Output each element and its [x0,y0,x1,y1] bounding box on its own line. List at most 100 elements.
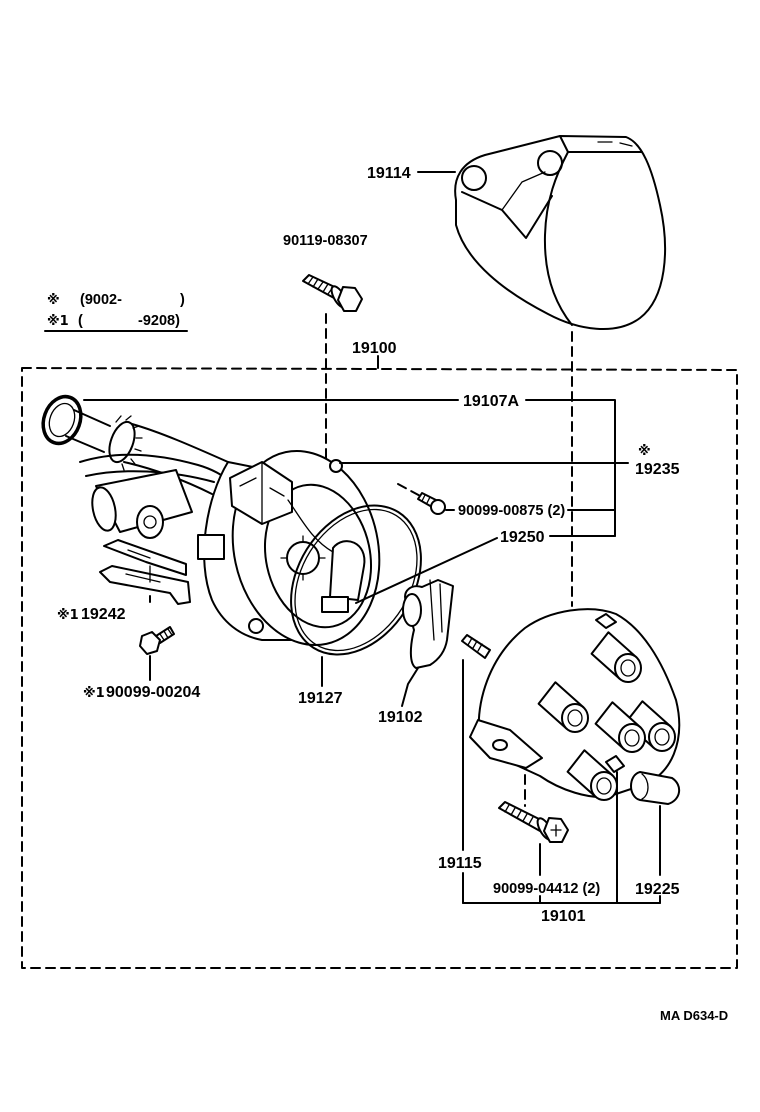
cap-clip [595,613,617,629]
igniter-bracket-drawing [99,539,191,605]
igniter-mark: ※1 [57,608,79,623]
igniter-screw-head [139,631,161,655]
drive-gear [108,420,136,464]
housing-ear-upper [329,459,343,473]
shaft-top-edge [73,409,111,427]
cover-hole-left [461,165,487,191]
cap-tower-top [614,653,642,683]
cap-tower-socket [596,777,612,795]
bracket-upper-plate [103,539,187,576]
pickup-screw-part-number: 90099-00875 (2) [458,503,565,519]
pickup-screw-head [430,499,446,515]
drawing-code: MA D634-D [660,1008,728,1023]
o-ring [41,394,83,446]
rotor-hub [402,593,422,627]
cap-tower [590,631,642,683]
bracket-lower-plate [99,565,191,605]
cap-tower-top [590,771,618,801]
bolt-hex-head [337,286,363,312]
distributor-housing-drawing [41,394,381,647]
side-unit-end [91,486,117,532]
terminal-block [197,534,225,560]
contact-threads [467,637,483,652]
housing-recess [263,483,373,629]
shaft-bottom-edge [65,435,105,453]
shank-top-edge [131,423,229,463]
pickup-part-number: 19250 [500,529,545,546]
cover-hole-right [537,150,563,176]
gasket-inner [294,508,418,652]
cover-part-number: 19114 [367,165,411,182]
cap-tower-socket [624,729,640,747]
legend-range-start-1: (9002- [80,292,122,308]
cap-screw-drawing [498,801,569,843]
cap-tower [537,681,589,733]
cover-outline [454,135,667,330]
side-unit-cap-center [143,515,157,529]
pickup-screw-drawing [417,492,446,515]
boot-part-number: 19225 [635,881,680,898]
assembly-dashed-box [21,367,738,969]
cap-tower-socket [567,709,583,727]
bracket-detail [125,549,161,583]
housing-ear-lower [248,618,264,634]
leader-lines [83,171,661,904]
cap-tower-socket [654,728,670,746]
bolt-threads [307,276,334,295]
legend-range-end-1: ) [180,292,185,308]
igniter-screw-drawing [139,626,175,681]
igniter-screw-threads [159,628,173,641]
legend-mark-1: ※ [47,293,60,308]
cover-tab-edge [501,171,546,211]
legend-mark-2: ※1 [47,314,69,329]
cover-top-detail [597,141,633,147]
rotor-drawing [401,579,454,707]
pickup-coil-base [321,596,349,613]
cap-screw-threads [504,804,534,825]
cap-tower-top [618,723,646,753]
assembly-part-number: 19100 [352,340,397,357]
rotor-blade [429,579,443,641]
assembly-boundary [21,355,738,969]
rotor-part-number: 19102 [378,709,423,726]
housing-bracket [525,399,616,537]
connector-detail [239,461,285,525]
cover-tab [461,191,553,239]
cap-tower-top [561,703,589,733]
pickup-wire [287,499,334,553]
cover-side-edge [543,151,573,326]
legend-range-start-2: ( [78,313,83,329]
cap-screw-part-number: 90099-04412 (2) [493,881,600,897]
boot-edge [641,773,649,800]
legend: ※ (9002- ) ※1 ( -9208) [44,292,188,332]
side-unit-cap [136,505,164,539]
igniter-screw-mark: ※1 [83,686,105,701]
housing-sub-mark: ※ [638,444,651,459]
callout-labels: 19114 90119-08307 19100 19107A ※ 19235 9… [57,165,728,1023]
cap-vent-stub [605,755,625,773]
contact-drawing [461,634,491,659]
cover-bolt-drawing [302,274,363,312]
cap-part-number: 19101 [541,908,586,925]
o-ring-inner [48,402,76,438]
igniter-part-number: 19242 [81,606,126,623]
contact-part-number: 19115 [438,855,482,872]
pickup-screw-threads [421,494,431,504]
pickup-leader [355,537,498,604]
contact-body [461,634,491,659]
boot-drawing [630,771,680,805]
housing-sub-part-number: 19235 [635,461,680,478]
pickup-coil [329,540,366,601]
signal-rotor-teeth [280,535,326,581]
legend-range-end-2: -9208) [138,313,180,329]
housing-part-number: 19107A [463,393,519,410]
cap-screw-head-cross [550,824,562,837]
drive-gear-teeth [115,415,143,471]
wire-lower [85,470,215,483]
cap-tower [594,701,646,753]
cap-tower-top [648,722,676,752]
distributor-cap-drawing [469,608,681,801]
gasket-part-number: 19127 [298,690,343,707]
cover-bolt-part-number: 90119-08307 [283,233,368,249]
